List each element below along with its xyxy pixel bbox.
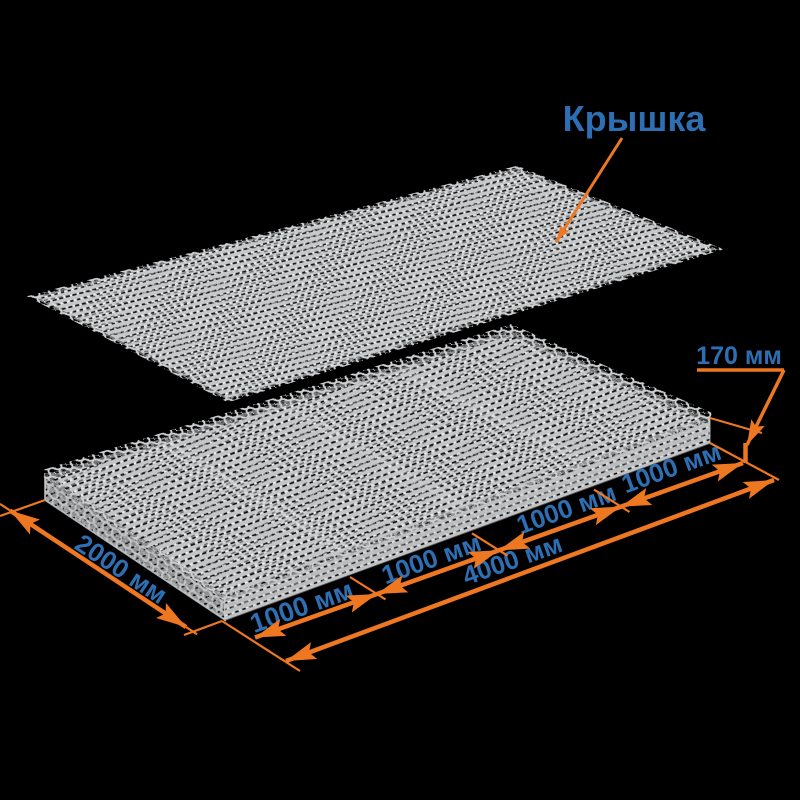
svg-text:170 мм: 170 мм bbox=[696, 342, 782, 370]
svg-text:Крышка: Крышка bbox=[563, 98, 707, 139]
